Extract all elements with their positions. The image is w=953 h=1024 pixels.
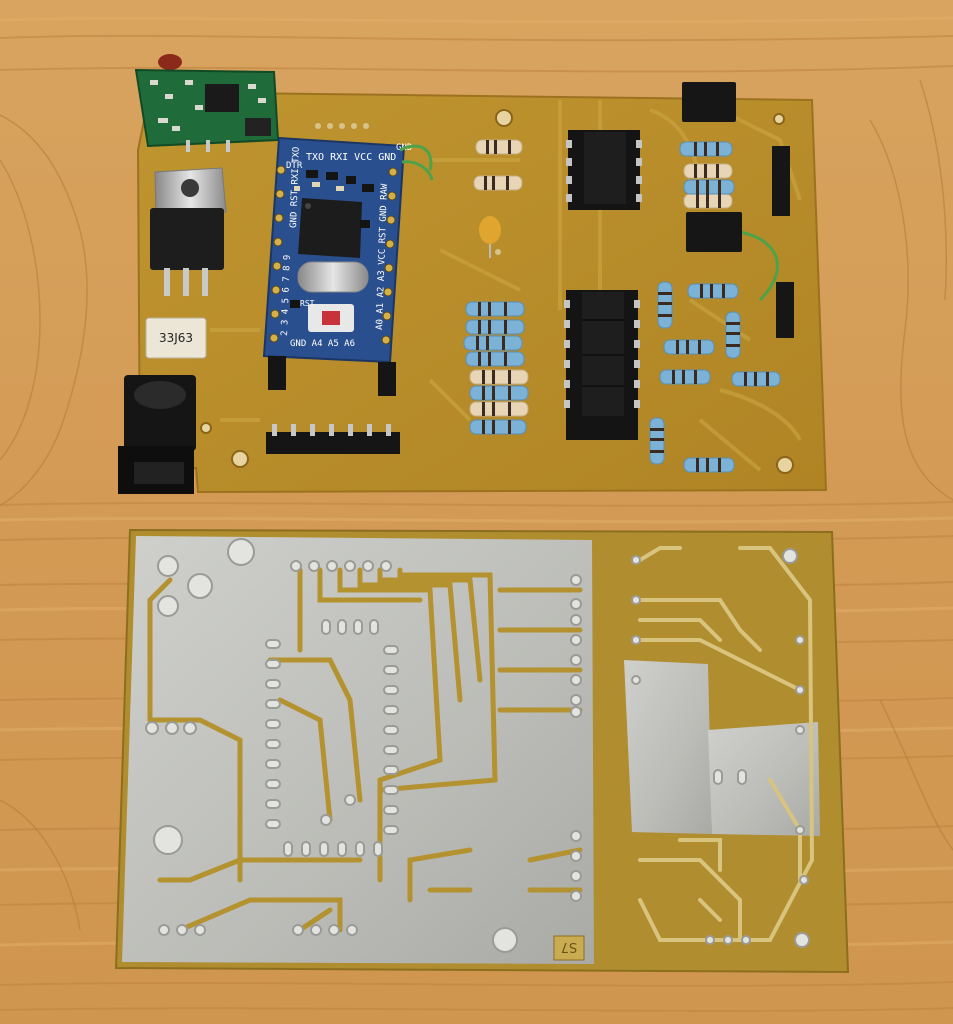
pin-header-row — [266, 424, 400, 454]
arduino-reset-label: RST — [300, 299, 315, 308]
jumper-wires — [399, 144, 779, 302]
arduino-dtr-label: DTR — [286, 161, 303, 171]
tantalum-capacitor — [479, 216, 501, 258]
arduino-pro-mini: TXO RXI VCC GND DTR GND GND RST RXI TXO … — [262, 136, 412, 396]
rf-module — [134, 54, 280, 152]
transistors — [682, 82, 794, 338]
capacitor-label: 33J63 — [159, 331, 193, 345]
voltage-regulator — [150, 167, 227, 296]
dip-ic-bottom — [564, 290, 640, 440]
arduino-row-labels: 2 3 4 5 6 7 8 9 — [280, 255, 293, 337]
bare-etched-pcb: S7 — [114, 528, 850, 974]
dip-ic-top — [566, 130, 642, 210]
arduino-left-pin-labels: GND RST RXI TXO — [289, 147, 302, 229]
resistors — [463, 139, 781, 473]
dc-power-jack — [118, 375, 196, 494]
film-capacitor: 33J63 — [145, 317, 207, 359]
arduino-top-pin-labels: TXO RXI VCC GND — [306, 152, 396, 163]
arduino-bottom-pin-labels: GND A4 A5 A6 — [290, 339, 355, 349]
bare-board-label: S7 — [561, 939, 578, 954]
